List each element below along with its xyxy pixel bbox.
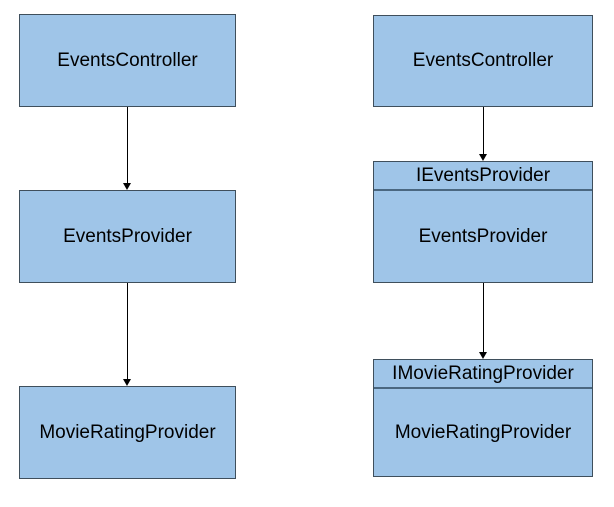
- node-body: MovieRatingProvider: [374, 389, 592, 476]
- arrow-line-left-1: [127, 107, 128, 183]
- node-right-movie-rating-provider: IMovieRatingProvider MovieRatingProvider: [373, 359, 593, 477]
- node-label: EventsController: [57, 49, 198, 71]
- arrow-line-right-1: [483, 107, 484, 154]
- node-right-events-provider: IEventsProvider EventsProvider: [373, 161, 593, 283]
- arrow-head-right-2: [479, 352, 487, 359]
- node-body: EventsProvider: [374, 191, 592, 282]
- node-label: EventsProvider: [418, 225, 548, 247]
- arrow-line-left-2: [127, 283, 128, 379]
- node-label: MovieRatingProvider: [39, 421, 216, 443]
- interface-label: IMovieRatingProvider: [392, 362, 574, 384]
- arrow-head-right-1: [479, 154, 487, 161]
- node-left-events-provider: EventsProvider: [19, 190, 236, 283]
- interface-header: IMovieRatingProvider: [374, 360, 592, 389]
- interface-header: IEventsProvider: [374, 162, 592, 191]
- interface-label: IEventsProvider: [415, 164, 551, 186]
- node-left-events-controller: EventsController: [19, 14, 236, 107]
- node-label: EventsController: [412, 50, 554, 71]
- node-label: EventsProvider: [63, 225, 192, 247]
- node-label: MovieRatingProvider: [394, 421, 572, 443]
- node-left-movie-rating-provider: MovieRatingProvider: [19, 386, 236, 479]
- arrow-line-right-2: [483, 283, 484, 352]
- node-right-events-controller: EventsController: [373, 15, 593, 107]
- arrow-head-left-1: [123, 183, 131, 190]
- arrow-head-left-2: [123, 379, 131, 386]
